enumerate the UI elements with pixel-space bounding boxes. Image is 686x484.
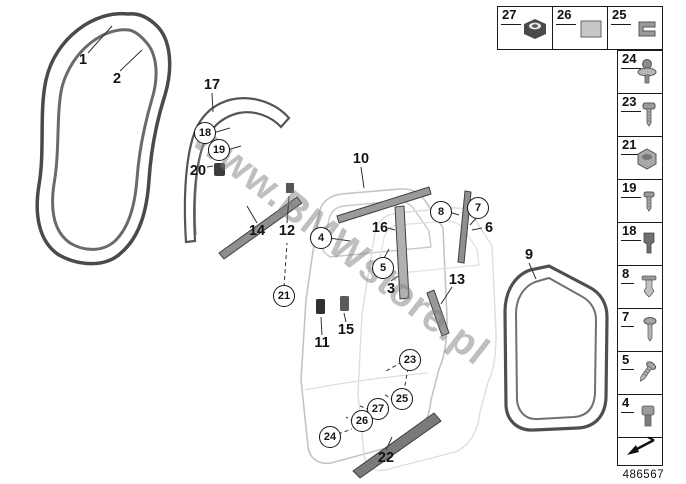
legend-cell-5[interactable]: 5 (617, 351, 663, 395)
plastic-clip-icon (638, 229, 660, 264)
callout-13[interactable]: 13 (448, 271, 466, 288)
callout-2[interactable]: 2 (112, 70, 122, 87)
callout-6[interactable]: 6 (484, 219, 494, 236)
legend-label-19: 19 (621, 180, 642, 198)
legend-label-5: 5 (621, 352, 635, 370)
legend-label-27: 27 (501, 7, 522, 25)
callout-17[interactable]: 17 (203, 76, 221, 93)
legend-cell-7[interactable]: 7 (617, 308, 663, 352)
doc-number: 486567 (622, 469, 664, 481)
callout-8[interactable]: 8 (430, 201, 452, 223)
callout-7[interactable]: 7 (467, 197, 489, 219)
grommet-icon (520, 15, 550, 48)
callout-14[interactable]: 14 (248, 222, 266, 239)
legend-label-4: 4 (621, 395, 635, 413)
continuation-arrow-cell[interactable] (617, 436, 663, 466)
legend-cell-18[interactable]: 18 (617, 222, 663, 266)
screw-icon (640, 315, 660, 350)
legend-label-7: 7 (621, 309, 635, 327)
callout-12[interactable]: 12 (278, 222, 296, 239)
pad-icon (577, 15, 605, 48)
hex-nut-icon (634, 146, 660, 178)
callout-3[interactable]: 3 (386, 280, 396, 297)
legend-cell-25[interactable]: 25 (607, 6, 663, 50)
legend-cell-8[interactable]: 8 (617, 265, 663, 309)
continuation-arrow-icon (621, 436, 659, 463)
callout-4[interactable]: 4 (310, 227, 332, 249)
callout-23[interactable]: 23 (399, 349, 421, 371)
door-seal-outlines (35, 11, 172, 266)
legend-cell-21[interactable]: 21 (617, 136, 663, 180)
callout-9[interactable]: 9 (524, 246, 534, 263)
screw-with-washer-icon (634, 57, 660, 92)
legend-label-24: 24 (621, 51, 642, 69)
metal-clip-icon (634, 15, 660, 48)
legend-cell-27[interactable]: 27 (497, 6, 553, 50)
callout-1[interactable]: 1 (78, 51, 88, 68)
door-outline-echo (357, 207, 497, 472)
rear-window-seal (503, 264, 609, 432)
callout-11[interactable]: 11 (314, 334, 330, 351)
legend-cell-23[interactable]: 23 (617, 93, 663, 137)
callout-10[interactable]: 10 (352, 150, 370, 167)
legend-label-26: 26 (556, 7, 577, 25)
legend-label-21: 21 (621, 137, 642, 155)
callout-16[interactable]: 16 (371, 219, 389, 236)
legend-label-25: 25 (611, 7, 632, 25)
callout-26[interactable]: 26 (351, 410, 373, 432)
callout-21[interactable]: 21 (273, 285, 295, 307)
callout-19[interactable]: 19 (208, 139, 230, 161)
legend-cell-26[interactable]: 26 (552, 6, 608, 50)
legend-label-18: 18 (621, 223, 642, 241)
tapping-screw-icon (632, 358, 660, 393)
clip-grommet-icon (636, 403, 660, 436)
callout-20[interactable]: 20 (189, 162, 207, 179)
callout-5[interactable]: 5 (372, 257, 394, 279)
legend-label-8: 8 (621, 266, 635, 284)
callout-15[interactable]: 15 (337, 321, 355, 338)
threaded-screw-icon (638, 100, 660, 135)
callout-25[interactable]: 25 (391, 388, 413, 410)
legend-cell-4[interactable]: 4 (617, 394, 663, 438)
legend-cell-24[interactable]: 24 (617, 50, 663, 94)
legend-cell-19[interactable]: 19 (617, 179, 663, 223)
callout-22[interactable]: 22 (377, 449, 395, 466)
expanding-rivet-icon (638, 272, 660, 307)
callout-24[interactable]: 24 (319, 426, 341, 448)
legend-label-23: 23 (621, 94, 642, 112)
torx-screw-icon (638, 188, 660, 221)
